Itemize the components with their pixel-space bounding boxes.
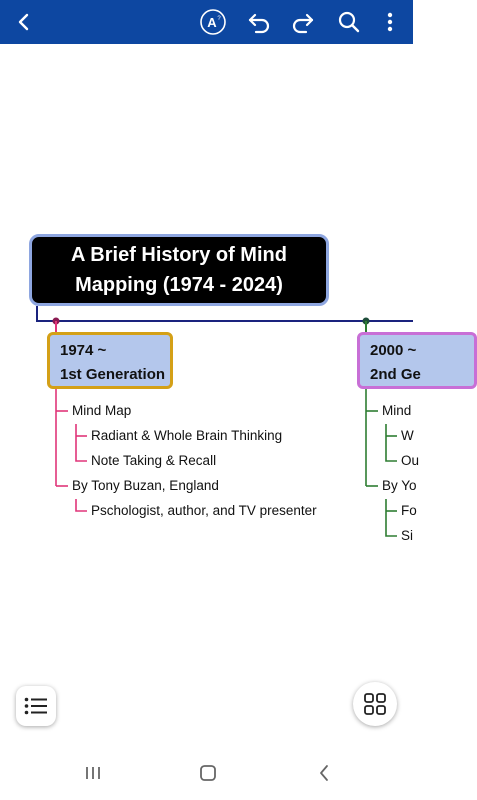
root-title: A Brief History of Mind Mapping (1974 - … bbox=[71, 244, 287, 296]
generation-2-title: 2nd Ge bbox=[370, 366, 421, 383]
generation-2-years: 2000 ~ bbox=[370, 342, 417, 359]
undo-icon bbox=[248, 13, 270, 34]
generation-node-2[interactable]: 2000 ~ 2nd Ge bbox=[357, 332, 477, 389]
recents-button[interactable] bbox=[78, 761, 108, 785]
grid-icon bbox=[364, 693, 386, 715]
topic-mind-map[interactable]: Mind Map bbox=[72, 403, 132, 418]
redo-button[interactable] bbox=[287, 6, 319, 38]
text-style-button[interactable]: A ? bbox=[197, 6, 229, 38]
mindmap-canvas[interactable]: A Brief History of Mind Mapping (1974 - … bbox=[0, 44, 477, 744]
topic-gen2-mind[interactable]: Mind bbox=[382, 403, 412, 418]
text-style-label: A bbox=[207, 15, 217, 30]
home-icon bbox=[200, 765, 216, 781]
top-toolbar: A ? bbox=[0, 0, 413, 44]
more-vert-icon bbox=[387, 12, 393, 32]
connector-lines bbox=[36, 306, 413, 537]
undo-button[interactable] bbox=[243, 6, 275, 38]
subtopic-gen2-a[interactable]: W bbox=[401, 428, 414, 443]
subtopic-psychologist[interactable]: Pschologist, author, and TV presenter bbox=[91, 503, 317, 518]
back-button[interactable] bbox=[8, 6, 40, 38]
nav-back-button[interactable] bbox=[309, 761, 339, 785]
text-style-icon: A ? bbox=[200, 9, 226, 35]
search-icon bbox=[338, 11, 360, 33]
topic-by-tony-buzan[interactable]: By Tony Buzan, England bbox=[72, 478, 219, 493]
generation-node-1[interactable]: 1974 ~ 1st Generation bbox=[47, 332, 173, 389]
home-button[interactable] bbox=[193, 761, 223, 785]
arrow-left-icon bbox=[18, 13, 29, 31]
topic-gen2-by[interactable]: By Yo bbox=[382, 478, 417, 493]
subtopic-gen2-b[interactable]: Ou bbox=[401, 453, 420, 468]
subtopic-note-taking[interactable]: Note Taking & Recall bbox=[91, 453, 217, 468]
outline-button[interactable] bbox=[16, 686, 56, 726]
svg-text:?: ? bbox=[217, 16, 221, 22]
layout-button[interactable] bbox=[353, 682, 397, 726]
subtopic-radiant-thinking[interactable]: Radiant & Whole Brain Thinking bbox=[91, 428, 283, 443]
subtopic-gen2-c[interactable]: Fo bbox=[401, 503, 417, 518]
system-nav-bar bbox=[0, 745, 413, 800]
redo-icon bbox=[292, 13, 314, 34]
subtopic-gen2-d[interactable]: Si bbox=[401, 528, 414, 543]
more-button[interactable] bbox=[374, 6, 406, 38]
root-node[interactable]: A Brief History of Mind Mapping (1974 - … bbox=[29, 234, 329, 306]
search-button[interactable] bbox=[333, 6, 365, 38]
generation-1-title: 1st Generation bbox=[60, 366, 166, 383]
recents-icon bbox=[86, 767, 100, 779]
nav-back-icon bbox=[320, 765, 328, 781]
list-icon bbox=[24, 697, 47, 715]
generation-1-years: 1974 ~ bbox=[60, 342, 107, 359]
